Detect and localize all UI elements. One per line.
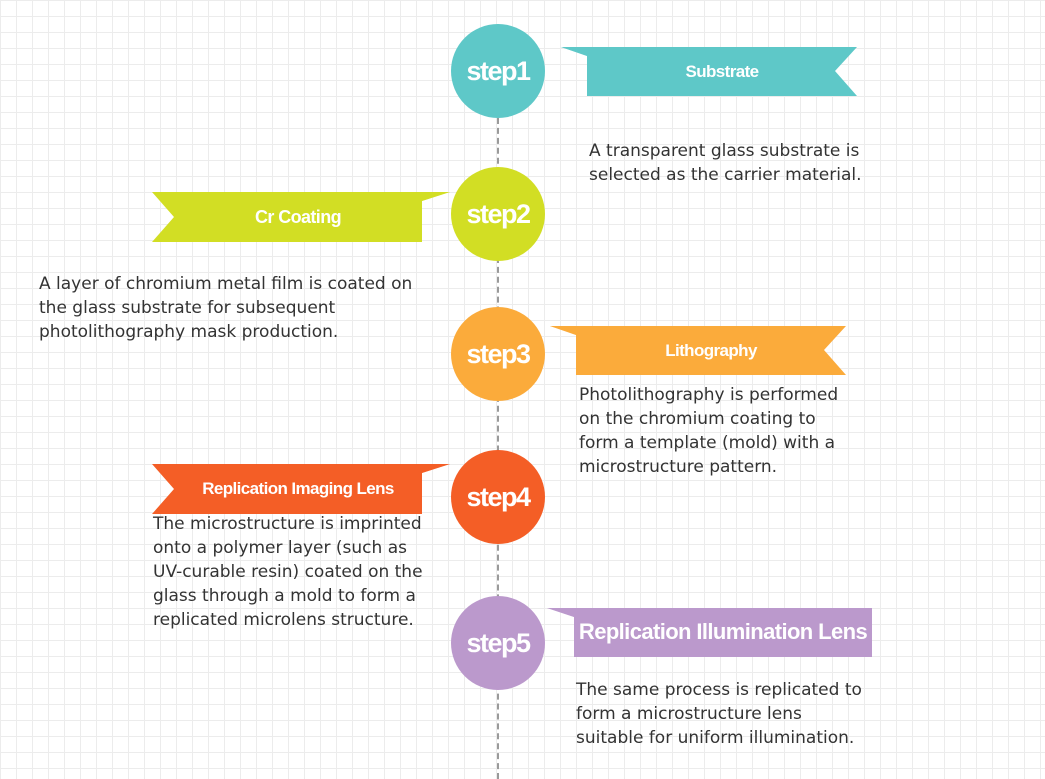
step4-banner-shape: [152, 464, 450, 514]
step4-title-banner: Replication Imaging Lens: [152, 464, 450, 514]
step1-banner-shape: [561, 47, 857, 96]
timeline-dashed-line: [497, 118, 499, 779]
step5-badge-label: step5: [466, 627, 531, 658]
step4-description: The microstructure is imprinted onto a p…: [153, 514, 423, 630]
step5-banner-shape: [547, 608, 872, 657]
step1-description: A transparent glass substrate is selecte…: [589, 141, 862, 185]
step2-title: Cr Coating: [255, 206, 342, 227]
step3-banner-shape: [550, 326, 846, 375]
step3-title-banner: Lithography: [550, 326, 846, 375]
step4-circle: step4: [451, 450, 545, 544]
step1-circle: step1: [451, 24, 545, 118]
step3-description: Photolithography is performed on the chr…: [579, 385, 839, 477]
step2-description: A layer of chromium metal film is coated…: [39, 274, 413, 342]
step3-title: Lithography: [665, 340, 757, 360]
step5-title: Replication Illumination Lens: [578, 619, 868, 644]
step3-circle: step3: [451, 307, 545, 401]
step2-badge-label: step2: [466, 198, 531, 229]
step1-title: Substrate: [685, 61, 759, 81]
step3-badge-label: step3: [466, 338, 531, 369]
step1-badge-label: step1: [466, 55, 531, 86]
step2-circle: step2: [451, 167, 545, 261]
step4-title: Replication Imaging Lens: [202, 479, 394, 498]
step2-banner-shape: [152, 192, 450, 242]
step5-description: The same process is replicated to form a…: [576, 680, 862, 748]
step5-circle: step5: [451, 596, 545, 690]
step4-badge-label: step4: [466, 481, 531, 512]
step1-title-banner: Substrate: [561, 47, 857, 96]
step2-title-banner: Cr Coating: [152, 192, 450, 242]
step5-title-banner: Replication Illumination Lens: [547, 608, 872, 657]
